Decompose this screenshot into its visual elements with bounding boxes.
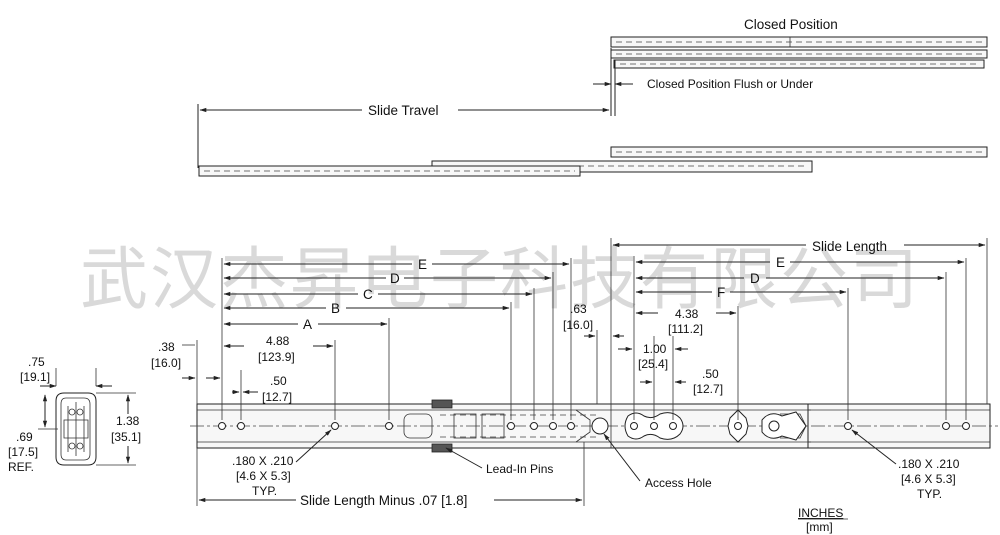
slide-travel-label: Slide Travel	[368, 103, 439, 118]
dim-488-mm: [123.9]	[258, 350, 295, 364]
side-view: E D C B A .38 [16.0] 4.88 [123.9] .50 [1…	[151, 238, 998, 508]
hole-note-left-l3: TYP.	[252, 484, 277, 498]
width-075-mm: [19.1]	[20, 370, 50, 384]
units-mm: [mm]	[806, 520, 833, 534]
section-view: .75 [19.1] 1.38 [35.1] .69 [17.5] REF.	[8, 355, 141, 474]
height-138-in: 1.38	[116, 414, 140, 428]
hole-note-right-l2: [4.6 X 5.3]	[901, 472, 956, 486]
open-position-view: Slide Travel	[197, 103, 988, 177]
dim-063-in: .63	[570, 302, 587, 316]
dim-438-in: 4.38	[675, 307, 699, 321]
dim-a-label: A	[303, 317, 312, 332]
dim-c-label: C	[363, 287, 373, 302]
dim-f-label: F	[717, 285, 725, 300]
closed-position-label: Closed Position	[744, 17, 838, 32]
height-069-mm: [17.5]	[8, 445, 38, 459]
dim-038-mm: [16.0]	[151, 356, 181, 370]
dim-038-in: .38	[158, 340, 175, 354]
ref-label: REF.	[8, 460, 34, 474]
dim-063-mm: [16.0]	[563, 318, 593, 332]
height-069-in: .69	[16, 430, 33, 444]
dim-050b-in: .50	[702, 367, 719, 381]
dim-100-mm: [25.4]	[638, 357, 668, 371]
width-075-in: .75	[28, 355, 45, 369]
dim-e-right-label: E	[776, 255, 785, 270]
hole-note-left-l1: .180 X .210	[232, 454, 294, 468]
dim-050-mm: [12.7]	[262, 390, 292, 404]
lead-in-pins-label: Lead-In Pins	[486, 462, 553, 476]
watermark-text: 武汉杰昇电子科技有限公司	[80, 241, 920, 320]
access-hole-label: Access Hole	[645, 476, 712, 490]
hole-note-right-l3: TYP.	[917, 487, 942, 501]
dim-d-left-label: D	[390, 271, 400, 286]
dim-438-mm: [111.2]	[668, 322, 703, 336]
units-legend: INCHES [mm]	[798, 506, 848, 534]
dim-b-label: B	[331, 301, 340, 316]
height-138-mm: [35.1]	[111, 430, 141, 444]
dim-e-left-label: E	[418, 257, 427, 272]
slide-length-minus-label: Slide Length Minus .07 [1.8]	[300, 493, 467, 508]
closed-flush-label: Closed Position Flush or Under	[647, 77, 813, 91]
closed-position-view: Closed Position Closed Position Flush or…	[593, 17, 988, 116]
hole-note-right-l1: .180 X .210	[898, 457, 960, 471]
units-inches: INCHES	[798, 506, 843, 520]
dim-050-in: .50	[270, 374, 287, 388]
dim-488-in: 4.88	[266, 334, 290, 348]
slide-length-label: Slide Length	[812, 239, 887, 254]
dim-100-in: 1.00	[643, 342, 667, 356]
dim-d-right-label: D	[750, 271, 760, 286]
hole-note-left-l2: [4.6 X 5.3]	[236, 469, 291, 483]
dim-050b-mm: [12.7]	[693, 382, 723, 396]
